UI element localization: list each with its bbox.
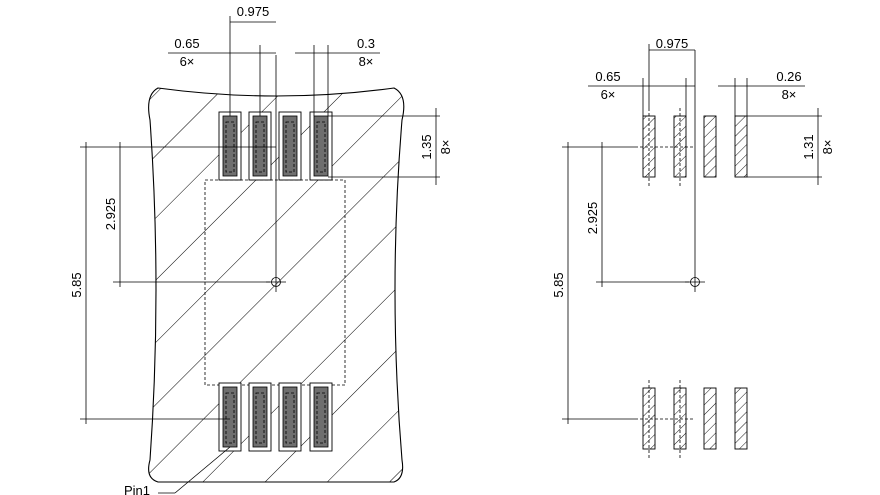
dim-pad-gap-right: 0.26 8×	[718, 69, 805, 116]
pin1-callout: Pin1	[124, 446, 231, 495]
dim-pad-width-right-label: 0.65	[595, 69, 620, 84]
dim-half-span-label: 2.925	[103, 198, 118, 231]
dim-pad-width-right-count: 6×	[601, 87, 616, 102]
left-view: 0.975 0.65 6× 0.3 8× 1.35 8×	[69, 4, 453, 495]
dim-pitch-label: 0.975	[237, 4, 270, 19]
pad-7	[278, 382, 302, 452]
dim-pad-width-label: 0.65	[174, 36, 199, 51]
dim-pad-length-right: 1.31 8×	[747, 108, 835, 185]
dim-full-span-right-label: 5.85	[551, 272, 566, 297]
dim-full-span: 5.85	[69, 142, 230, 424]
land-8	[734, 387, 748, 450]
dim-pad-length-count: 8×	[438, 140, 453, 155]
dim-pad-gap-right-count: 8×	[782, 87, 797, 102]
land-pattern-bottom-row	[642, 387, 748, 450]
dim-pitch-right-label: 0.975	[656, 36, 689, 51]
dim-pitch: 0.975	[229, 4, 276, 116]
dim-full-span-label: 5.85	[69, 272, 84, 297]
dim-pad-length-right-label: 1.31	[801, 134, 816, 159]
right-view: 0.975 0.65 6× 0.26 8× 1.31 8×	[551, 36, 835, 458]
dim-pad-width: 0.65 6×	[168, 36, 276, 116]
top-pad-row	[218, 111, 333, 181]
dim-pad-length: 1.35 8×	[328, 108, 453, 185]
pin1-label: Pin1	[124, 483, 150, 495]
dim-pad-gap-label: 0.3	[357, 36, 375, 51]
bottom-pad-row	[218, 382, 333, 452]
land-pattern-top-row	[642, 115, 748, 178]
dim-half-span: 2.925	[103, 142, 276, 287]
pad-2	[248, 111, 272, 181]
dim-pad-gap-right-label: 0.26	[776, 69, 801, 84]
dim-pad-gap-count: 8×	[359, 54, 374, 69]
dim-pad-width-right: 0.65 6×	[588, 69, 695, 116]
dim-pad-width-count: 6×	[180, 54, 195, 69]
dim-half-span-right-label: 2.925	[585, 202, 600, 235]
dim-pitch-right: 0.975	[648, 36, 695, 108]
land-4	[734, 115, 748, 178]
dim-pad-gap: 0.3 8×	[295, 36, 380, 116]
pad-8	[309, 382, 333, 452]
pad-5	[218, 382, 242, 452]
land-7	[703, 387, 717, 450]
dim-full-span-right: 5.85	[551, 142, 635, 424]
pad-6	[248, 382, 272, 452]
dim-pad-length-label: 1.35	[419, 134, 434, 159]
pad-4	[309, 111, 333, 181]
exposed-pad-outline	[204, 179, 346, 386]
pad-3	[278, 111, 302, 181]
dim-pad-length-right-count: 8×	[820, 140, 835, 155]
pad-1	[218, 111, 242, 181]
land-3	[703, 115, 717, 178]
dim-half-span-right: 2.925	[585, 142, 689, 287]
